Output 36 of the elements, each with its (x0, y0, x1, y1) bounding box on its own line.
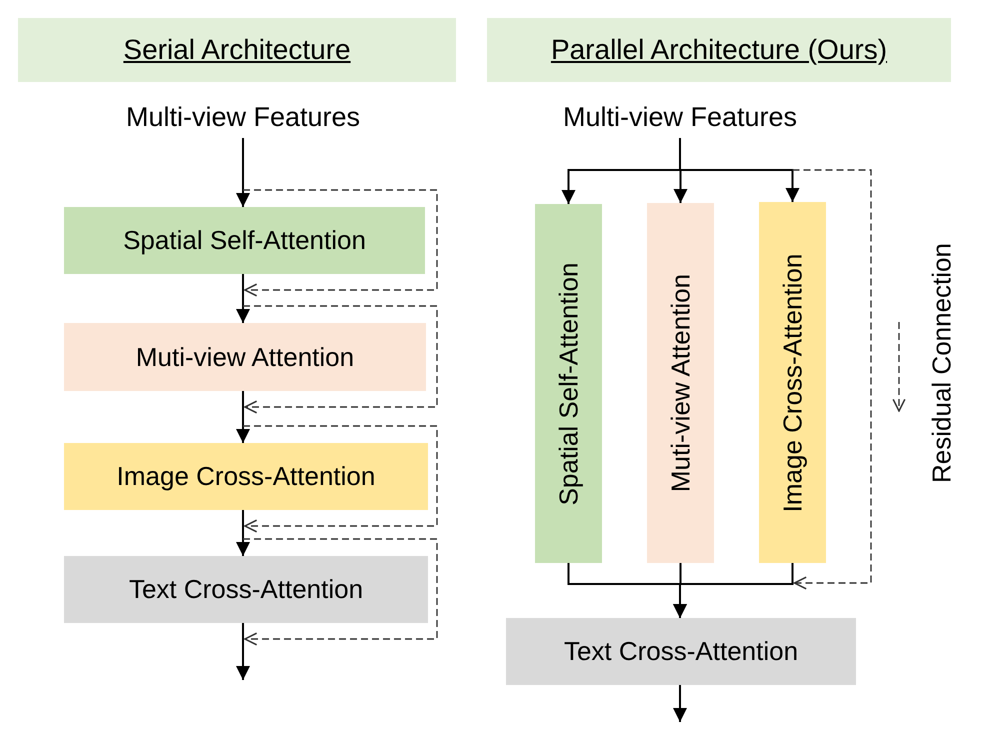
arrow (236, 623, 250, 680)
block-label: Spatial Self-Attention (123, 226, 366, 255)
arrow (236, 391, 250, 443)
arrow (679, 138, 800, 202)
block-label: Text Cross-Attention (564, 637, 798, 666)
input-label: Multi-view Features (562, 103, 798, 133)
process-box (64, 207, 425, 274)
title-band (487, 18, 951, 82)
arrow (673, 685, 687, 722)
residual-arrow (243, 425, 438, 533)
arrow (673, 563, 794, 618)
process-box (759, 202, 826, 563)
section-title: Parallel Architecture (Ours) (550, 34, 888, 66)
residual-arrow (243, 538, 438, 646)
section-title: Serial Architecture (123, 34, 351, 66)
block-label: Muti-view Attention (666, 274, 695, 492)
process-box (64, 556, 428, 623)
process-box (64, 323, 426, 391)
residual-arrow (243, 305, 438, 414)
arrow (236, 274, 250, 323)
block-label: Spatial Self-Attention (554, 262, 583, 505)
title-band (18, 18, 456, 82)
process-box (64, 443, 428, 510)
input-label: Multi-view Features (126, 103, 360, 133)
arrow (236, 510, 250, 556)
arrow (236, 138, 250, 207)
process-box (506, 618, 856, 685)
process-box (647, 203, 714, 563)
block-label: Image Cross-Attention (116, 462, 376, 491)
legend-label: Residual Connection (928, 243, 956, 483)
block-label: Muti-view Attention (136, 342, 354, 372)
residual-arrow (243, 189, 438, 297)
residual-arrow (792, 169, 872, 590)
block-label: Image Cross-Attention (778, 253, 807, 512)
process-box (535, 204, 602, 563)
block-label: Text Cross-Attention (128, 575, 364, 604)
